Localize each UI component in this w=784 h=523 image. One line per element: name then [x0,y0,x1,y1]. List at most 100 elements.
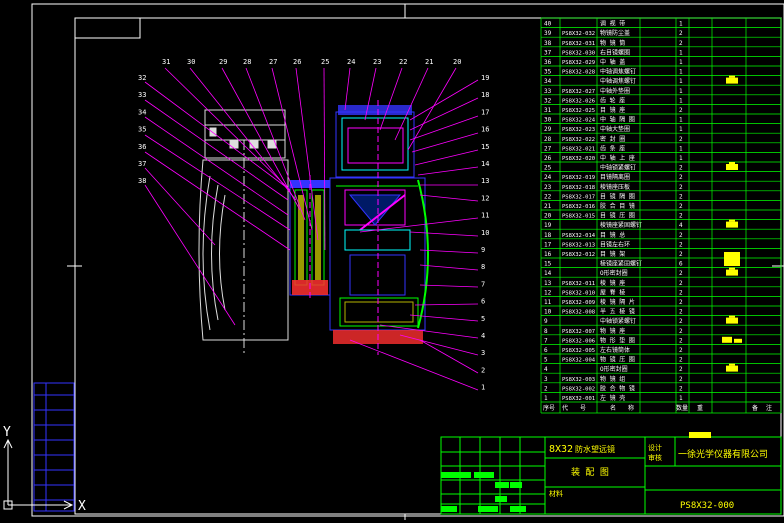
bom-note-mark [726,317,738,324]
callout-label: 28 [243,58,251,66]
bom-header-cell: 重 [697,404,703,412]
bom-header-cell: 名 [610,404,616,412]
bom-item-number: 26 [544,155,552,162]
leader-lines [144,67,479,391]
bom-item-number: 11 [544,299,552,306]
bom-part-name: 棱镜座压板 [600,183,630,191]
bom-quantity: 2 [679,347,683,354]
callout-label: 37 [138,160,146,168]
callout-label: 25 [321,58,329,66]
bom-part-code: PS8X32-024 [562,118,596,124]
bom-quantity: 2 [679,30,683,37]
bom-note-mark [726,164,738,170]
callout-label: 12 [481,194,489,202]
callout-label: 7 [481,280,485,288]
bom-item-number: 38 [544,40,552,47]
bom-item-number: 4 [544,366,548,373]
bom-part-code: PS8X32-013 [562,242,595,248]
title-block: 8X32 防水望远镜 装 配 图 材料 设计 审核 一徐光学仪器有限公司 PS8… [440,432,782,515]
callout-label: 29 [219,58,227,66]
bom-part-name: 右目镜螺圈 [600,48,630,56]
bom-part-name: 物镜防尘盖 [600,29,630,37]
bom-item-number: 15 [544,261,552,268]
callout-label: 4 [481,332,485,340]
callout-label: 38 [138,177,146,185]
bom-item-number: 37 [544,49,552,56]
bom-quantity: 1 [679,126,683,133]
bom-quantity: 2 [679,193,683,200]
bom-quantity: 1 [679,69,683,76]
bom-note-mark [726,221,738,228]
bom-quantity: 2 [679,136,683,143]
bom-item-number: 3 [544,376,548,383]
bom-quantity: 2 [679,174,683,181]
company-name: 一徐光学仪器有限公司 [678,448,768,460]
bom-part-name: 物 镜 座 [600,327,625,335]
callout-label: 32 [138,74,146,82]
bom-part-code: PS8X32-011 [562,281,595,287]
bom-part-code: PS8X32-030 [562,50,595,56]
bom-part-name: 齿 条 座 [600,144,625,152]
bom-quantity: 2 [679,318,683,325]
bom-note-mark [726,269,738,276]
bom-part-code: PS8X32-001 [562,396,595,402]
drawing-number: PS8X32-000 [680,501,734,511]
bom-quantity: 1 [679,145,683,152]
bom-note-mark [734,338,742,343]
bom-item-number: 21 [544,203,552,210]
bom-quantity: 2 [679,165,683,172]
bom-item-number: 30 [544,117,552,124]
bom-note-mark [729,162,735,164]
bom-note-mark [729,75,735,78]
callout-label: 15 [481,143,489,151]
callout-label: 33 [138,91,146,99]
bom-part-code: PS8X32-023 [562,127,595,133]
bom-part-name: 棱镜座紧固螺钉 [600,260,642,268]
bom-header-cell: 号 [580,405,586,412]
callout-label: 16 [481,126,489,134]
right-barrel-section [329,100,429,355]
title-product-name: 防水望远镜 [575,444,615,454]
bom-quantity: 1 [679,97,683,104]
bom-quantity: 2 [679,203,683,210]
bom-part-name: O形密封圈 [600,365,628,373]
callout-label: 36 [138,143,146,151]
bom-part-code: PS8X32-029 [562,60,595,66]
bom-item-number: 29 [544,126,552,133]
bom-quantity: 6 [679,261,683,268]
bom-part-name: 胶 合 物 镜 [600,384,635,392]
dept-label-2: 审核 [648,453,662,462]
bom-part-code: PS8X32-032 [562,31,595,37]
bom-part-name: 齿 轮 座 [600,96,625,104]
bom-item-number: 1 [544,395,548,402]
callout-label: 27 [269,58,277,66]
ucs-axis-icon [3,438,74,510]
bom-quantity: 2 [679,213,683,220]
bom-note-mark [724,252,740,266]
callout-label: 17 [481,108,489,116]
callout-label: 6 [481,298,485,306]
bom-header-cell: 称 [628,404,634,412]
bom-note-mark [729,363,735,366]
bom-part-code: PS8X32-010 [562,290,595,296]
bom-part-name: 棱 镜 座 [600,279,625,287]
bom-part-name: 屋 脊 棱 [600,288,625,296]
bom-quantity: 1 [679,49,683,56]
bom-item-number: 19 [544,222,552,229]
title-model: 8X32 [549,444,573,455]
callout-label: 26 [293,58,301,66]
callout-label: 30 [187,58,195,66]
bom-item-number: 8 [544,328,548,335]
bom-part-name: 中轴锁紧螺钉 [600,317,636,325]
bom-part-name: 中轴锁紧螺钉 [600,164,636,172]
bom-part-code: PS8X32-021 [562,146,595,152]
bom-part-name: 左右镜筒体 [600,346,630,354]
bom-header-cell: 注 [766,404,772,412]
bom-quantity: 2 [679,337,683,344]
bom-part-code: PS8X32-002 [562,386,595,392]
bom-header-cell: 序号 [543,404,555,412]
bom-note-mark [729,315,735,318]
callout-label: 18 [481,91,489,99]
bom-part-name: 中 轴 隔 圈 [600,116,635,124]
